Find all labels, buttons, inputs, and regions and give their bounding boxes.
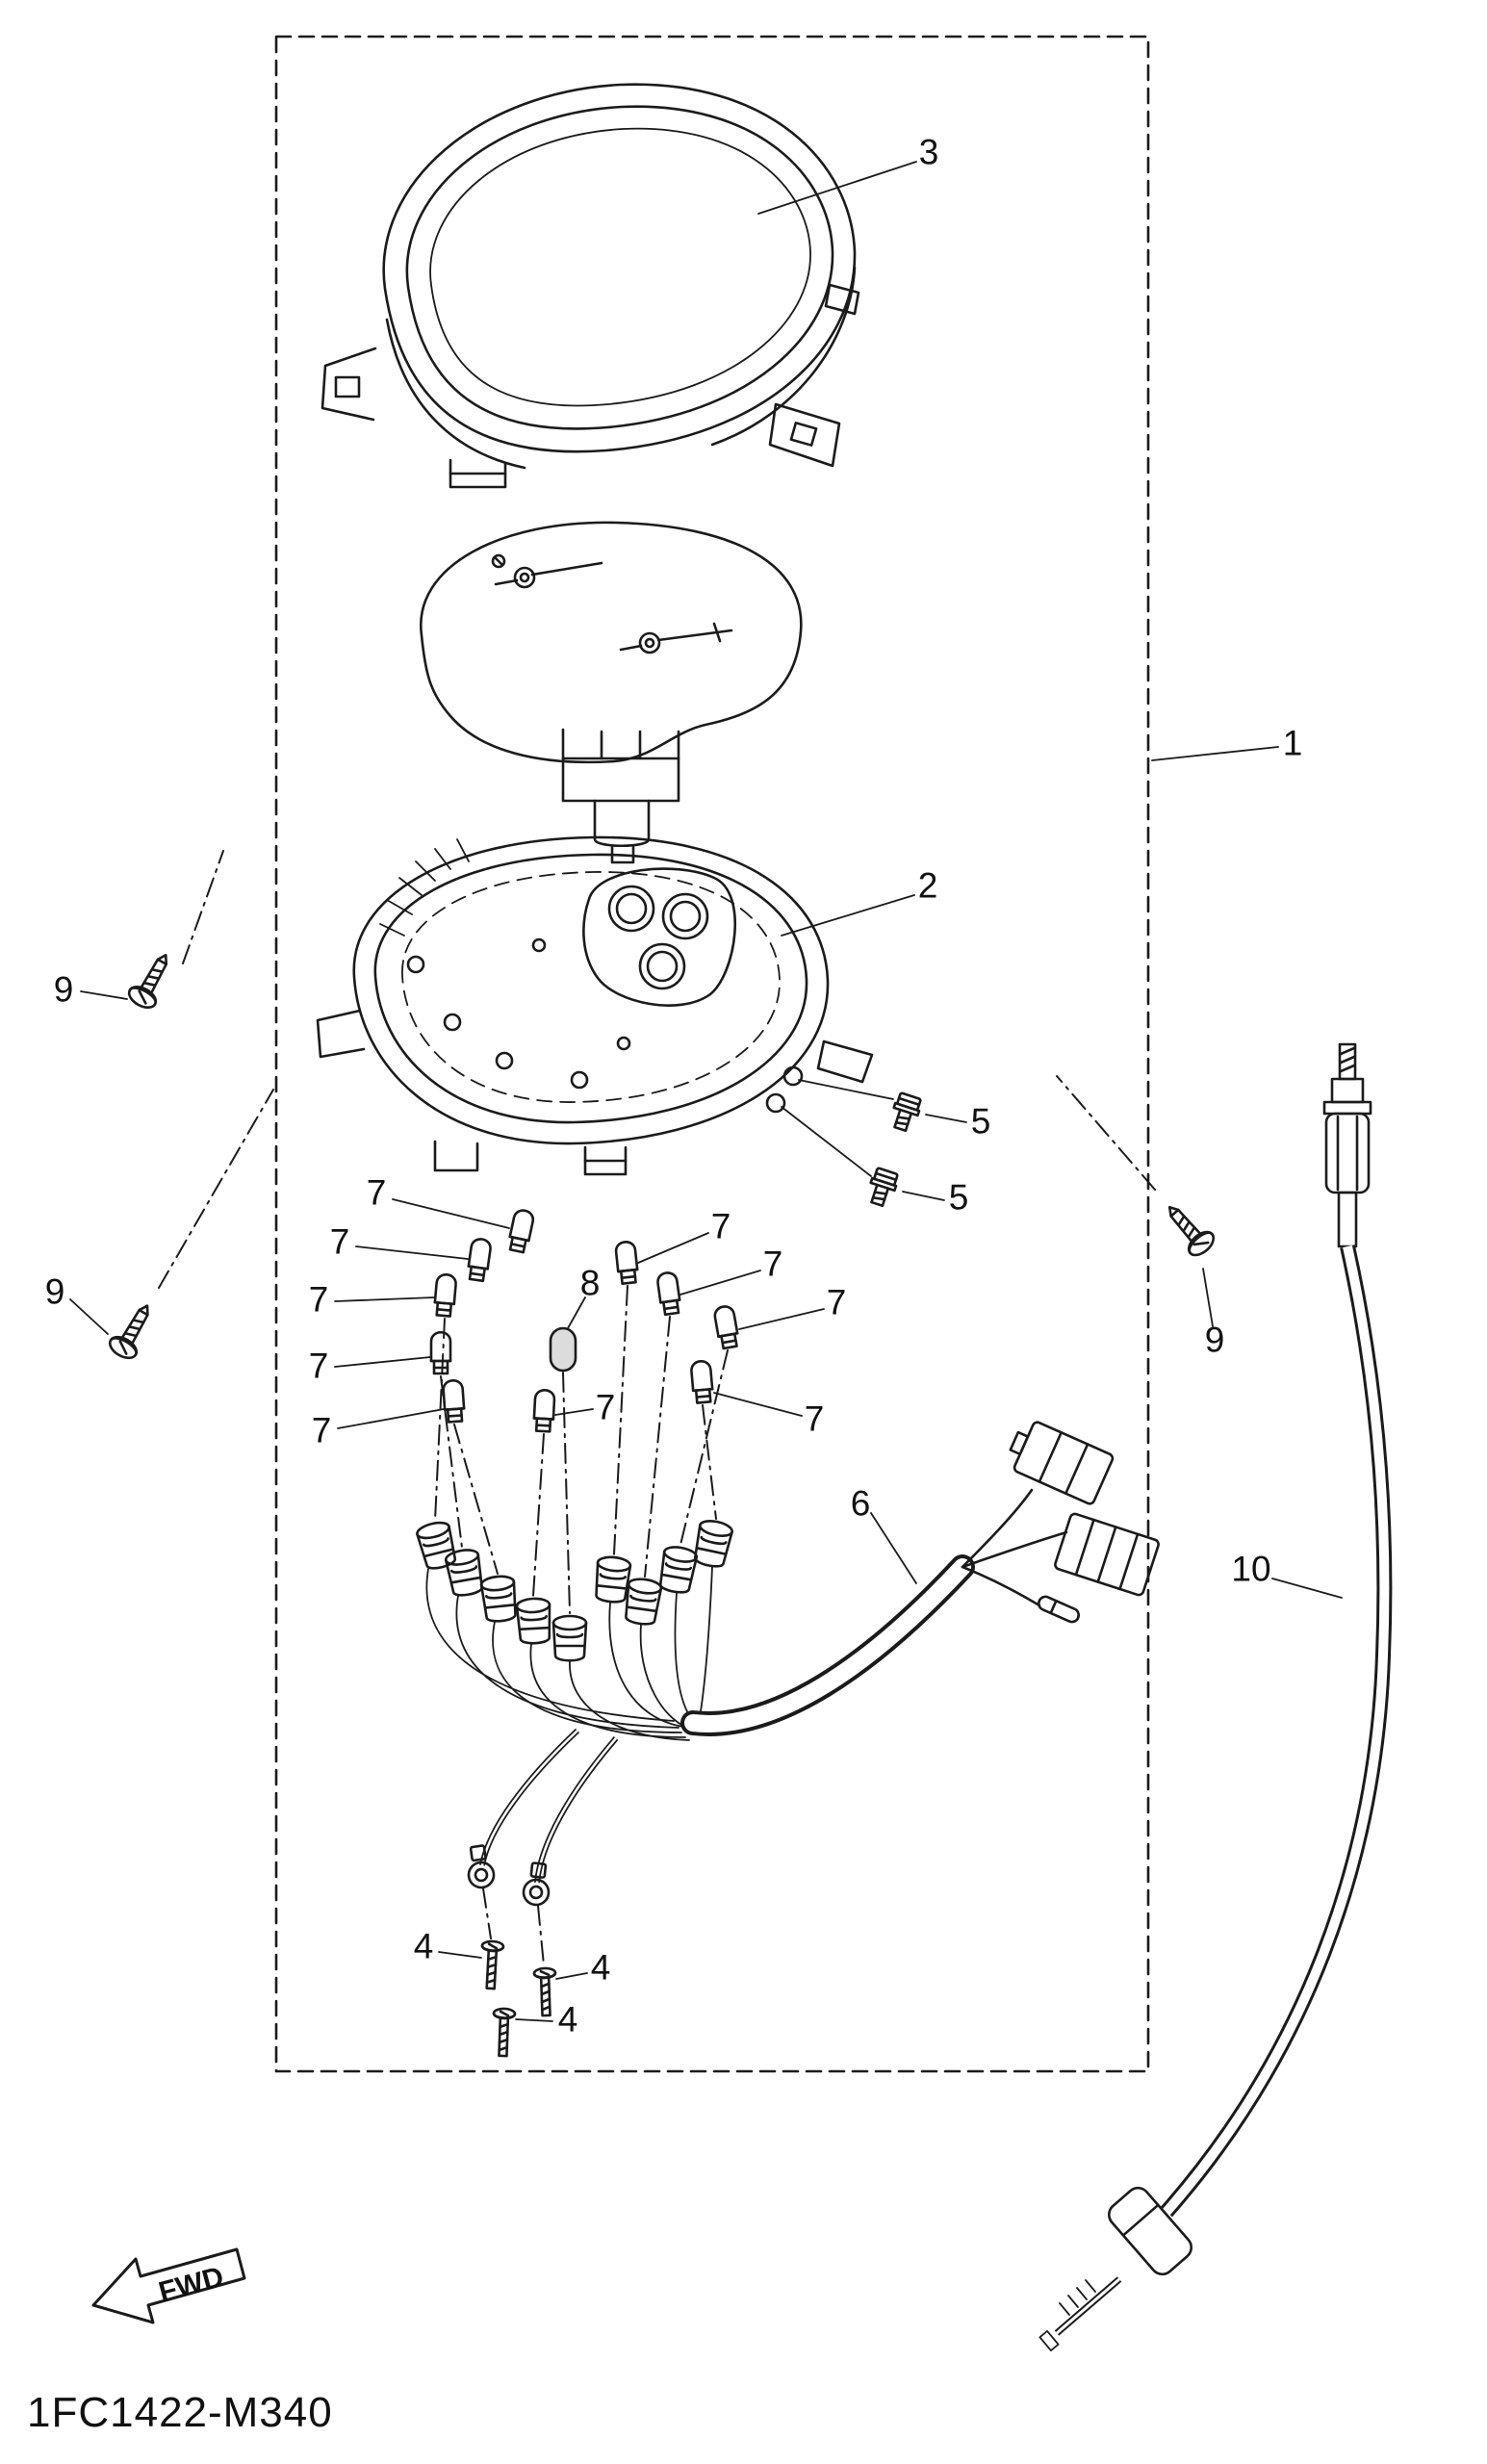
callout-bulb: 7: [366, 1172, 387, 1213]
callout-bulb-capsule: 8: [579, 1263, 601, 1303]
callout-bulb: 7: [595, 1387, 616, 1427]
flange-bolt: [886, 1091, 924, 1135]
part-wire-harness: [425, 1421, 1160, 1908]
callout-bulb: 7: [329, 1221, 350, 1262]
pan-head-screw: [491, 2007, 517, 2058]
bulb-socket: [622, 1576, 664, 1628]
tapping-screw: [1157, 1196, 1219, 1261]
assembly-boundary-box: [274, 35, 1150, 2073]
callout-bulb: 7: [311, 1410, 332, 1450]
bulb-part: [465, 1236, 494, 1283]
harness-connector: [1009, 1421, 1115, 1505]
bulb-part: [505, 1207, 536, 1255]
callout-ground-screw: 4: [557, 1999, 578, 2040]
callout-screw-right: 9: [1204, 1320, 1225, 1360]
callout-meter-assembly: 1: [1282, 723, 1303, 763]
callout-bulb: 7: [762, 1244, 783, 1284]
part-meter-case: [316, 835, 874, 1176]
callout-meter-case: 2: [917, 865, 938, 906]
part-meter-cover: [320, 83, 860, 489]
bulb-socket: [592, 1553, 632, 1605]
callout-ground-screw: 4: [590, 1947, 611, 1988]
bulb-parts: [429, 1207, 741, 1433]
flange-bolt: [863, 1166, 901, 1210]
screw-parts-4: [478, 1939, 558, 2058]
callout-bulb: 7: [804, 1399, 825, 1439]
bulb-part: [613, 1240, 640, 1286]
pan-head-screw: [532, 1966, 558, 2017]
callout-ground-screw: 4: [413, 1926, 434, 1966]
callout-bolt-upper: 5: [970, 1101, 991, 1142]
callout-bolt-lower: 5: [948, 1177, 969, 1218]
bullet-terminal: [1037, 1595, 1081, 1624]
bulb-capsule-part-8: [549, 1326, 577, 1373]
callout-speedometer-cable: 10: [1231, 1549, 1271, 1589]
cable-end-fitting: [1107, 2186, 1193, 2276]
bulb-part: [689, 1359, 715, 1405]
bulb-socket: [515, 1596, 553, 1646]
callout-wire-harness: 6: [850, 1483, 871, 1524]
bulb-part: [432, 1272, 458, 1319]
cable-spring-tip: [1038, 2279, 1096, 2352]
pan-head-screw: [478, 1939, 505, 1990]
fwd-arrow-icon: FWD: [91, 2247, 246, 2324]
leader-lines: [69, 161, 1343, 2022]
part-code: 1FC1422-M340: [27, 2389, 333, 2436]
harness-connector: [1054, 1512, 1160, 1597]
part-gauge-plate: [419, 521, 803, 864]
alignment-axes: [158, 850, 1156, 1966]
callout-screw-left-lower: 9: [44, 1271, 65, 1312]
tapping-screw: [124, 946, 180, 1014]
bulb-part: [429, 1330, 452, 1375]
bulb-socket: [479, 1573, 520, 1625]
part-speedometer-cable: [1038, 1042, 1393, 2352]
bulb-socket: [656, 1543, 700, 1596]
callout-meter-cover: 3: [918, 132, 939, 172]
bulb-part: [531, 1388, 556, 1433]
bolt-parts-5: [863, 1091, 924, 1210]
ring-terminal: [463, 1843, 497, 1890]
tapping-screw: [105, 1296, 162, 1364]
bulb-socket: [443, 1546, 486, 1599]
screw-parts-9: [105, 946, 1219, 1364]
callout-screw-left-upper: 9: [53, 969, 74, 1010]
bulb-sockets: [414, 1517, 735, 1662]
bulb-socket: [690, 1517, 735, 1571]
callout-bulb: 7: [308, 1346, 329, 1386]
callout-bulb: 7: [826, 1282, 847, 1322]
bulb-part: [712, 1303, 741, 1350]
callout-bulb: 7: [308, 1279, 329, 1320]
bulb-socket: [551, 1614, 588, 1662]
bulb-part: [654, 1270, 683, 1317]
callout-bulb: 7: [710, 1206, 731, 1246]
